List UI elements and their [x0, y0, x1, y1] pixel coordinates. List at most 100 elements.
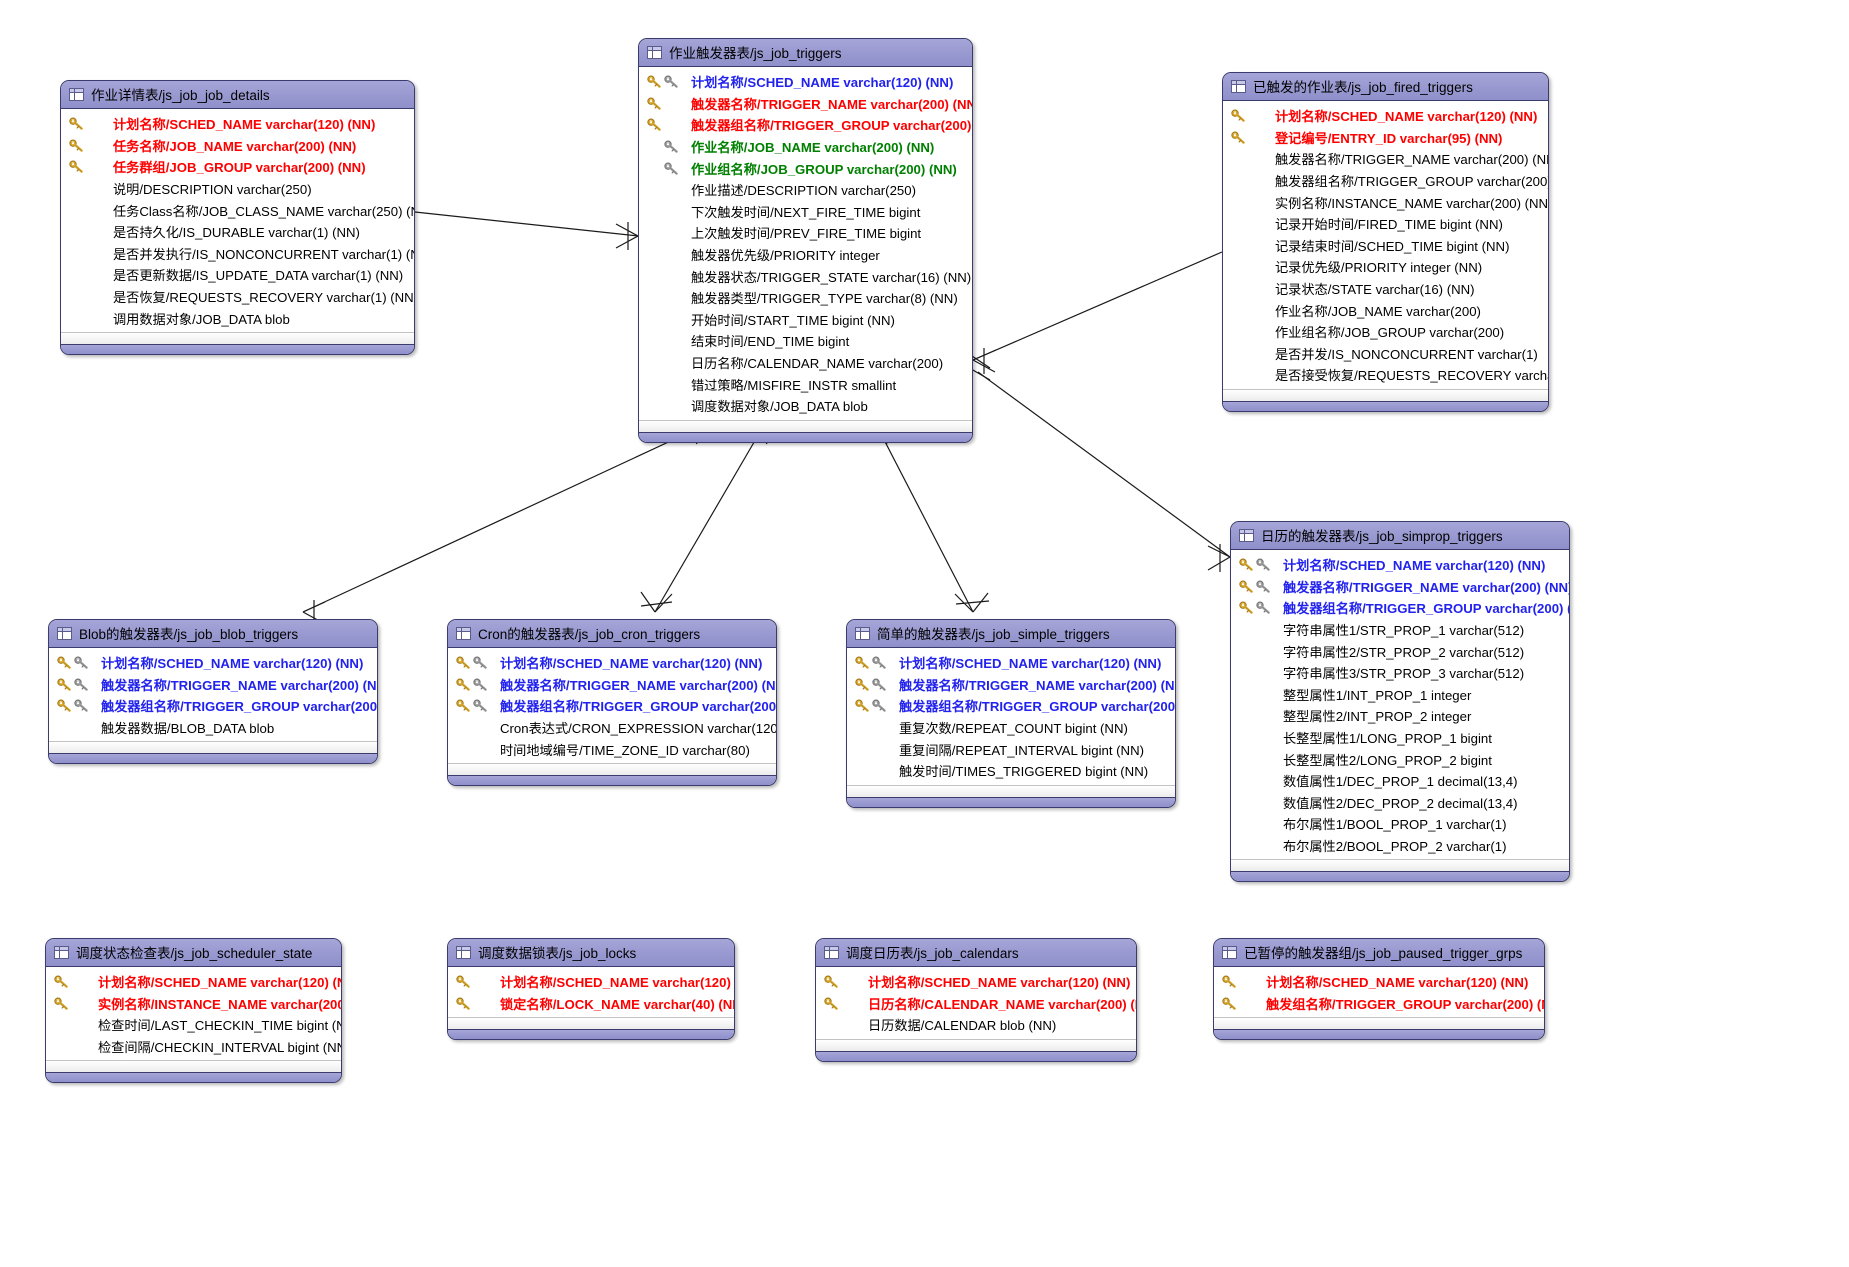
- column-row[interactable]: 触发器状态/TRIGGER_STATE varchar(16) (NN): [639, 265, 972, 287]
- column-row[interactable]: 作业名称/JOB_NAME varchar(200) (NN): [639, 136, 972, 158]
- column-row[interactable]: 触发器组名称/TRIGGER_GROUP varchar(200) (NN): [1223, 170, 1548, 192]
- entity-header-scheduler_state[interactable]: 调度状态检查表/js_job_scheduler_state: [46, 939, 341, 967]
- column-row[interactable]: 触发组名称/TRIGGER_GROUP varchar(200) (NN): [1214, 993, 1544, 1015]
- entity-scheduler_state[interactable]: 调度状态检查表/js_job_scheduler_state 计划名称/SCHED…: [45, 938, 342, 1084]
- column-row[interactable]: 重复次数/REPEAT_COUNT bigint (NN): [847, 717, 1175, 739]
- column-row[interactable]: 登记编号/ENTRY_ID varchar(95) (NN): [1223, 127, 1548, 149]
- column-row[interactable]: 结束时间/END_TIME bigint: [639, 330, 972, 352]
- entity-header-blob_triggers[interactable]: Blob的触发器表/js_job_blob_triggers: [49, 620, 377, 648]
- column-row[interactable]: 计划名称/SCHED_NAME varchar(120) (NN): [61, 113, 414, 135]
- column-row[interactable]: 布尔属性2/BOOL_PROP_2 varchar(1): [1231, 835, 1569, 857]
- column-row[interactable]: 计划名称/SCHED_NAME varchar(120) (NN): [1214, 971, 1544, 993]
- column-row[interactable]: 数值属性1/DEC_PROP_1 decimal(13,4): [1231, 770, 1569, 792]
- column-row[interactable]: 触发器名称/TRIGGER_NAME varchar(200) (NN): [1223, 148, 1548, 170]
- column-row[interactable]: 上次触发时间/PREV_FIRE_TIME bigint: [639, 222, 972, 244]
- column-row[interactable]: 记录优先级/PRIORITY integer (NN): [1223, 256, 1548, 278]
- column-row[interactable]: 任务名称/JOB_NAME varchar(200) (NN): [61, 135, 414, 157]
- column-row[interactable]: 调度数据对象/JOB_DATA blob: [639, 395, 972, 417]
- column-row[interactable]: 说明/DESCRIPTION varchar(250): [61, 178, 414, 200]
- column-row[interactable]: 时间地域编号/TIME_ZONE_ID varchar(80): [448, 738, 776, 760]
- column-row[interactable]: 作业描述/DESCRIPTION varchar(250): [639, 179, 972, 201]
- column-row[interactable]: 计划名称/SCHED_NAME varchar(120) (NN): [46, 971, 341, 993]
- column-row[interactable]: 布尔属性1/BOOL_PROP_1 varchar(1): [1231, 813, 1569, 835]
- entity-header-fired_triggers[interactable]: 已触发的作业表/js_job_fired_triggers: [1223, 73, 1548, 101]
- column-row[interactable]: 字符串属性3/STR_PROP_3 varchar(512): [1231, 662, 1569, 684]
- entity-cron_triggers[interactable]: Cron的触发器表/js_job_cron_triggers 计划名称/SCHED…: [447, 619, 777, 786]
- entity-header-job_triggers[interactable]: 作业触发器表/js_job_triggers: [639, 39, 972, 67]
- entity-locks[interactable]: 调度数据锁表/js_job_locks 计划名称/SCHED_NAME varch…: [447, 938, 735, 1041]
- column-row[interactable]: 错过策略/MISFIRE_INSTR smallint: [639, 373, 972, 395]
- entity-blob_triggers[interactable]: Blob的触发器表/js_job_blob_triggers 计划名称/SCHED…: [48, 619, 378, 765]
- column-row[interactable]: 字符串属性2/STR_PROP_2 varchar(512): [1231, 640, 1569, 662]
- column-row[interactable]: 长整型属性2/LONG_PROP_2 bigint: [1231, 748, 1569, 770]
- column-row[interactable]: 触发器优先级/PRIORITY integer: [639, 244, 972, 266]
- column-row[interactable]: 日历名称/CALENDAR_NAME varchar(200) (NN): [816, 993, 1136, 1015]
- column-row[interactable]: 调用数据对象/JOB_DATA blob: [61, 307, 414, 329]
- entity-header-paused_trigger_grps[interactable]: 已暂停的触发器组/js_job_paused_trigger_grps: [1214, 939, 1544, 967]
- column-row[interactable]: 整型属性2/INT_PROP_2 integer: [1231, 705, 1569, 727]
- column-row[interactable]: 计划名称/SCHED_NAME varchar(120) (NN): [49, 652, 377, 674]
- column-row[interactable]: 计划名称/SCHED_NAME varchar(120) (NN): [1223, 105, 1548, 127]
- entity-simprop_triggers[interactable]: 日历的触发器表/js_job_simprop_triggers 计划名称/SCHE…: [1230, 521, 1570, 883]
- column-row[interactable]: 触发器名称/TRIGGER_NAME varchar(200) (NN): [1231, 576, 1569, 598]
- column-row[interactable]: 锁定名称/LOCK_NAME varchar(40) (NN): [448, 993, 734, 1015]
- entity-header-cron_triggers[interactable]: Cron的触发器表/js_job_cron_triggers: [448, 620, 776, 648]
- column-row[interactable]: 计划名称/SCHED_NAME varchar(120) (NN): [816, 971, 1136, 993]
- entity-header-simprop_triggers[interactable]: 日历的触发器表/js_job_simprop_triggers: [1231, 522, 1569, 550]
- entity-simple_triggers[interactable]: 简单的触发器表/js_job_simple_triggers 计划名称/SCHED…: [846, 619, 1176, 808]
- entity-header-locks[interactable]: 调度数据锁表/js_job_locks: [448, 939, 734, 967]
- column-row[interactable]: 计划名称/SCHED_NAME varchar(120) (NN): [448, 652, 776, 674]
- entity-header-simple_triggers[interactable]: 简单的触发器表/js_job_simple_triggers: [847, 620, 1175, 648]
- column-row[interactable]: 是否并发执行/IS_NONCONCURRENT varchar(1) (NN): [61, 243, 414, 265]
- column-row[interactable]: 触发器组名称/TRIGGER_GROUP varchar(200) (NN): [639, 114, 972, 136]
- column-row[interactable]: 任务Class名称/JOB_CLASS_NAME varchar(250) (N…: [61, 199, 414, 221]
- entity-paused_trigger_grps[interactable]: 已暂停的触发器组/js_job_paused_trigger_grps 计划名称/…: [1213, 938, 1545, 1041]
- column-row[interactable]: 触发器组名称/TRIGGER_GROUP varchar(200) (NN): [847, 695, 1175, 717]
- column-row[interactable]: 是否并发/IS_NONCONCURRENT varchar(1): [1223, 343, 1548, 365]
- column-row[interactable]: 日历数据/CALENDAR blob (NN): [816, 1014, 1136, 1036]
- column-row[interactable]: 计划名称/SCHED_NAME varchar(120) (NN): [639, 71, 972, 93]
- column-row[interactable]: 触发器组名称/TRIGGER_GROUP varchar(200) (NN): [1231, 597, 1569, 619]
- column-row[interactable]: 计划名称/SCHED_NAME varchar(120) (NN): [1231, 554, 1569, 576]
- entity-fired_triggers[interactable]: 已触发的作业表/js_job_fired_triggers 计划名称/SCHED_…: [1222, 72, 1549, 412]
- column-row[interactable]: 日历名称/CALENDAR_NAME varchar(200): [639, 352, 972, 374]
- column-row[interactable]: 开始时间/START_TIME bigint (NN): [639, 309, 972, 331]
- entity-calendars[interactable]: 调度日历表/js_job_calendars 计划名称/SCHED_NAME va…: [815, 938, 1137, 1062]
- column-row[interactable]: 触发器组名称/TRIGGER_GROUP varchar(200) (NN): [49, 695, 377, 717]
- column-row[interactable]: 触发器组名称/TRIGGER_GROUP varchar(200) (NN): [448, 695, 776, 717]
- column-row[interactable]: 作业名称/JOB_NAME varchar(200): [1223, 299, 1548, 321]
- column-row[interactable]: 整型属性1/INT_PROP_1 integer: [1231, 684, 1569, 706]
- column-row[interactable]: 实例名称/INSTANCE_NAME varchar(200) (NN): [1223, 191, 1548, 213]
- column-row[interactable]: 长整型属性1/LONG_PROP_1 bigint: [1231, 727, 1569, 749]
- column-row[interactable]: 作业组名称/JOB_GROUP varchar(200) (NN): [639, 157, 972, 179]
- column-row[interactable]: 是否恢复/REQUESTS_RECOVERY varchar(1) (NN): [61, 286, 414, 308]
- column-row[interactable]: 是否持久化/IS_DURABLE varchar(1) (NN): [61, 221, 414, 243]
- column-row[interactable]: 触发器名称/TRIGGER_NAME varchar(200) (NN): [448, 674, 776, 696]
- column-row[interactable]: 检查时间/LAST_CHECKIN_TIME bigint (NN): [46, 1014, 341, 1036]
- column-row[interactable]: 触发器数据/BLOB_DATA blob: [49, 717, 377, 739]
- entity-job_triggers[interactable]: 作业触发器表/js_job_triggers 计划名称/SCHED_NAME va…: [638, 38, 973, 443]
- column-row[interactable]: 实例名称/INSTANCE_NAME varchar(200) (NN): [46, 993, 341, 1015]
- column-row[interactable]: 计划名称/SCHED_NAME varchar(120) (NN): [847, 652, 1175, 674]
- column-row[interactable]: 触发器名称/TRIGGER_NAME varchar(200) (NN): [49, 674, 377, 696]
- column-row[interactable]: 记录开始时间/FIRED_TIME bigint (NN): [1223, 213, 1548, 235]
- entity-job_details[interactable]: 作业详情表/js_job_job_details 计划名称/SCHED_NAME …: [60, 80, 415, 355]
- column-row[interactable]: 是否更新数据/IS_UPDATE_DATA varchar(1) (NN): [61, 264, 414, 286]
- column-row[interactable]: 字符串属性1/STR_PROP_1 varchar(512): [1231, 619, 1569, 641]
- column-row[interactable]: 检查间隔/CHECKIN_INTERVAL bigint (NN): [46, 1036, 341, 1058]
- column-row[interactable]: 记录状态/STATE varchar(16) (NN): [1223, 278, 1548, 300]
- column-row[interactable]: 记录结束时间/SCHED_TIME bigint (NN): [1223, 235, 1548, 257]
- column-row[interactable]: 任务群组/JOB_GROUP varchar(200) (NN): [61, 156, 414, 178]
- column-row[interactable]: 数值属性2/DEC_PROP_2 decimal(13,4): [1231, 792, 1569, 814]
- column-row[interactable]: 是否接受恢复/REQUESTS_RECOVERY varchar(1): [1223, 364, 1548, 386]
- column-row[interactable]: 触发器类型/TRIGGER_TYPE varchar(8) (NN): [639, 287, 972, 309]
- column-row[interactable]: 作业组名称/JOB_GROUP varchar(200): [1223, 321, 1548, 343]
- column-row[interactable]: 计划名称/SCHED_NAME varchar(120) (NN): [448, 971, 734, 993]
- entity-header-job_details[interactable]: 作业详情表/js_job_job_details: [61, 81, 414, 109]
- column-row[interactable]: 触发器名称/TRIGGER_NAME varchar(200) (NN): [639, 93, 972, 115]
- column-row[interactable]: Cron表达式/CRON_EXPRESSION varchar(120) (NN…: [448, 717, 776, 739]
- entity-header-calendars[interactable]: 调度日历表/js_job_calendars: [816, 939, 1136, 967]
- column-row[interactable]: 重复间隔/REPEAT_INTERVAL bigint (NN): [847, 738, 1175, 760]
- column-row[interactable]: 触发器名称/TRIGGER_NAME varchar(200) (NN): [847, 674, 1175, 696]
- column-row[interactable]: 下次触发时间/NEXT_FIRE_TIME bigint: [639, 201, 972, 223]
